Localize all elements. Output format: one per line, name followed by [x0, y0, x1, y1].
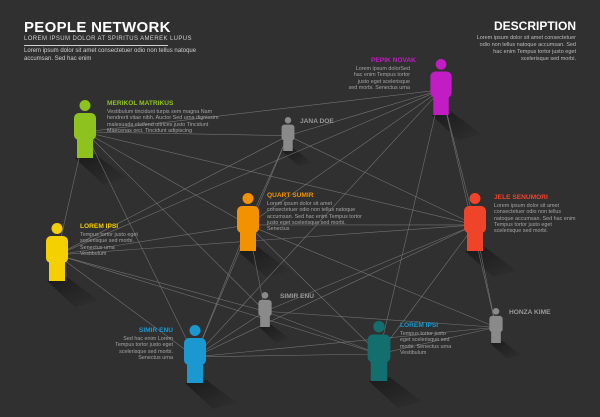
person-icon-pepik-novak	[430, 59, 452, 115]
connection-line-merikol-matrikus-to-jana-doe	[84, 131, 289, 136]
connection-line-quart-sumir-to-simir-enu	[194, 224, 249, 358]
figure-shadows	[47, 111, 522, 409]
description-text: Lorem ipsum dolor sit amet consectetuer …	[476, 35, 576, 62]
shadow-lorem-ipsi-bottom	[368, 376, 423, 408]
connection-line-quart-sumir-to-lorem-ipsi-bottom	[247, 224, 380, 355]
connection-line-merikol-matrikus-to-simir-enu	[84, 131, 196, 358]
person-name-lorem-ipsi-bottom: LOREM IPSI	[400, 322, 439, 329]
title-divider	[24, 45, 168, 46]
connection-line-pepik-novak-to-lorem-ipsi-bottom	[378, 89, 442, 355]
connection-line-lorem-ipsi-left-to-lorem-ipsi-bottom	[56, 254, 380, 355]
person-icon-lorem-ipsi-bottom	[367, 321, 391, 381]
connection-line-jele-senumori-to-simir-enu	[194, 224, 476, 358]
connection-line-simir-enu-to-lorem-ipsi-bottom	[194, 353, 380, 358]
page-subtitle: LOREM IPSUM DOLOR AT SPIRITUS AMEREK LUP…	[24, 36, 192, 42]
shadow-simir-enu	[185, 379, 237, 409]
person-icon-jana-doe	[281, 117, 295, 151]
person-icon-honza-kime	[489, 308, 503, 343]
person-name-quart-sumir: QUART SUMIR	[267, 192, 314, 199]
shadow-pepik-novak	[431, 111, 482, 141]
person-text-pepik-novak: Lorem ipsum dolorSed hac enim Tempus tor…	[348, 66, 410, 91]
person-name-lorem-ipsi-left: LOREM IPSI	[80, 223, 119, 230]
connection-line-merikol-matrikus-to-jele-senumori	[84, 131, 476, 226]
connection-lines	[56, 89, 497, 358]
person-name-jana-doe: JANA DOE	[300, 118, 334, 125]
person-name-simir-enu: SIMIR ENU	[138, 327, 173, 334]
intro-text: Lorem ipsum dolor sit amet consectetuer …	[24, 48, 197, 62]
connection-line-lorem-ipsi-left-to-simir-enu-gray	[56, 254, 266, 312]
person-name-merikol-matrikus: MERIKOL MATRIKUS	[107, 100, 174, 107]
person-icon-merikol-matrikus	[74, 100, 96, 158]
person-text-merikol-matrikus: Vestibulum tincidunt turpis sem magna Na…	[107, 109, 219, 134]
connection-line-lorem-ipsi-bottom-to-honza-kime	[378, 326, 497, 355]
connection-line-simir-enu-gray-to-honza-kime	[264, 310, 497, 328]
person-name-pepik-novak: PEPIK NOVAK	[371, 57, 416, 64]
person-text-lorem-ipsi-left: Tempus tortor justo eget scelerisque sed…	[80, 232, 138, 257]
person-text-lorem-ipsi-bottom: Tempus tortor justo eget scelerisque sed…	[400, 331, 452, 356]
person-text-quart-sumir: Lorem ipsum dolor sit amet consectetuer …	[267, 201, 362, 233]
connection-line-simir-enu-to-honza-kime	[194, 326, 497, 358]
connection-line-quart-sumir-to-honza-kime	[247, 224, 497, 328]
connection-line-simir-enu-gray-to-simir-enu	[194, 310, 266, 358]
connection-line-pepik-novak-to-quart-sumir	[247, 89, 442, 226]
connection-line-pepik-novak-to-jana-doe	[287, 89, 442, 136]
connection-line-pepik-novak-to-simir-enu	[194, 89, 442, 358]
person-figures	[46, 59, 503, 383]
connection-line-jana-doe-to-lorem-ipsi-left	[56, 135, 289, 256]
shadow-merikol-matrikus	[75, 154, 127, 184]
connection-line-pepik-novak-to-merikol-matrikus	[84, 89, 442, 133]
connection-line-simir-enu-gray-to-lorem-ipsi-bottom	[264, 310, 380, 355]
person-name-simir-enu-gray: SIMIR ENU	[280, 293, 315, 300]
person-icon-quart-sumir	[237, 193, 259, 251]
person-icon-lorem-ipsi-left	[46, 223, 68, 281]
person-icon-simir-enu-gray	[258, 292, 272, 327]
connection-line-pepik-novak-to-lorem-ipsi-left	[56, 89, 442, 256]
connection-line-jele-senumori-to-lorem-ipsi-left	[56, 224, 476, 256]
connection-line-jana-doe-to-jele-senumori	[287, 135, 476, 226]
connection-line-merikol-matrikus-to-simir-enu-gray	[84, 131, 266, 312]
shadow-honza-kime	[489, 340, 522, 359]
person-text-simir-enu: Sed hac enim Lorem Tempus tortor justo e…	[115, 336, 173, 361]
connection-line-jele-senumori-to-lorem-ipsi-bottom	[378, 224, 476, 355]
shadow-lorem-ipsi-left	[47, 277, 99, 307]
shadow-simir-enu-gray	[258, 324, 291, 343]
shadow-quart-sumir	[238, 247, 290, 277]
connection-line-lorem-ipsi-left-to-simir-enu	[56, 254, 196, 358]
shadow-jele-senumori	[465, 247, 517, 277]
person-text-jele-senumori: Lorem ipsum dolor sit amet consectetuer …	[494, 203, 576, 235]
person-icon-simir-enu	[184, 325, 206, 383]
page-title: PEOPLE NETWORK	[24, 19, 171, 36]
shadow-jana-doe	[282, 148, 313, 167]
person-name-jele-senumori: JELE SENUMORI	[494, 194, 548, 201]
connection-line-quart-sumir-to-lorem-ipsi-left	[56, 224, 249, 256]
description-title: DESCRIPTION	[493, 19, 576, 33]
person-name-honza-kime: HONZA KIME	[509, 309, 551, 316]
connection-line-merikol-matrikus-to-quart-sumir	[84, 131, 249, 226]
connection-line-jele-senumori-to-simir-enu-gray	[264, 224, 476, 312]
person-icon-jele-senumori	[464, 193, 486, 251]
